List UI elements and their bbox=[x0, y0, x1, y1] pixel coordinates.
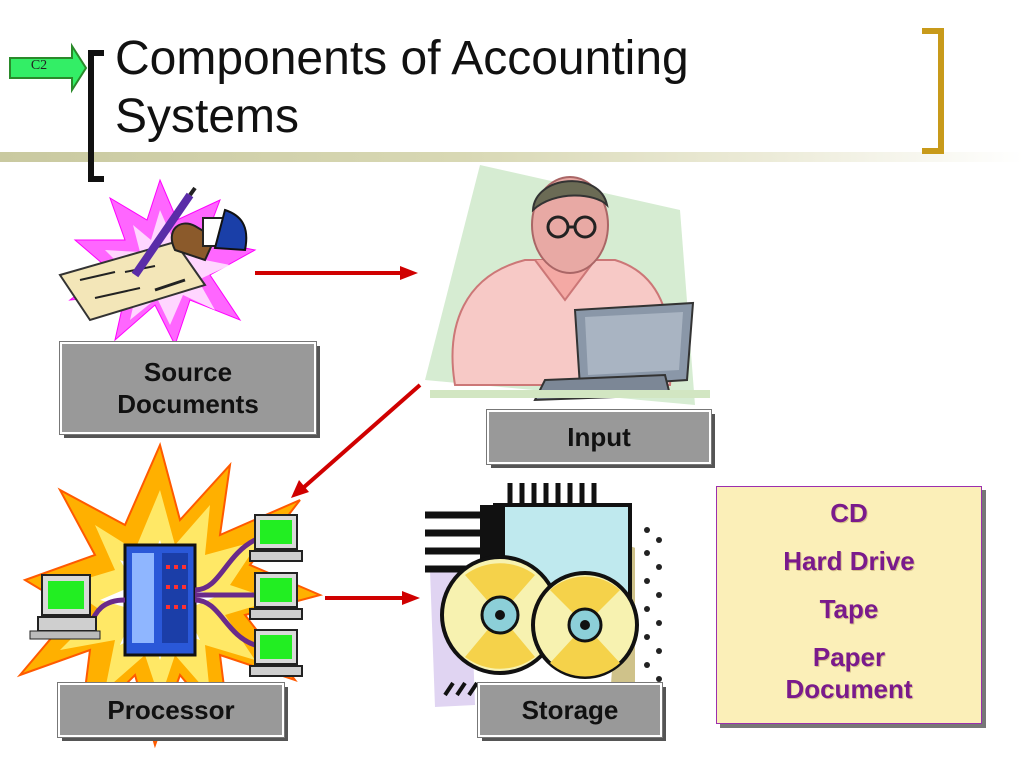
storage-media-list: CD Hard Drive Tape Paper Document bbox=[716, 486, 982, 724]
c2-badge-label: C2 bbox=[30, 58, 48, 73]
processor-label: Processor bbox=[107, 695, 235, 725]
source-label-line-1: Source bbox=[143, 357, 233, 387]
slide-title: Components of Accounting Systems bbox=[115, 30, 689, 146]
input-label: Input bbox=[567, 422, 631, 452]
c2-arrow-badge-icon[interactable] bbox=[8, 42, 88, 94]
source-documents-label-box: Source Documents bbox=[59, 341, 317, 435]
storage-label: Storage bbox=[521, 695, 619, 725]
arrow-processor-to-storage bbox=[325, 591, 420, 605]
media-item-paper-document: Paper Document bbox=[785, 642, 913, 704]
source-label-line-2: Documents bbox=[117, 389, 259, 419]
discs-storage-icon bbox=[425, 483, 685, 707]
storage-label-box: Storage bbox=[477, 682, 663, 738]
media-item-cd: CD bbox=[830, 498, 868, 528]
server-network-icon bbox=[16, 441, 324, 749]
media-item-hard-drive: Hard Drive bbox=[783, 546, 915, 576]
arrow-source-to-input bbox=[255, 266, 418, 280]
media-item-tape: Tape bbox=[819, 594, 879, 624]
document-signing-icon bbox=[58, 178, 257, 347]
left-bracket bbox=[88, 50, 104, 182]
title-line-2: Systems bbox=[115, 90, 300, 143]
person-at-computer-icon bbox=[425, 165, 710, 405]
right-bracket bbox=[922, 28, 944, 154]
title-underline-band bbox=[0, 152, 1024, 162]
arrow-input-to-processor bbox=[291, 383, 422, 498]
title-line-1: Components of Accounting bbox=[115, 32, 689, 85]
processor-label-box: Processor bbox=[57, 682, 285, 738]
input-label-box: Input bbox=[486, 409, 712, 465]
